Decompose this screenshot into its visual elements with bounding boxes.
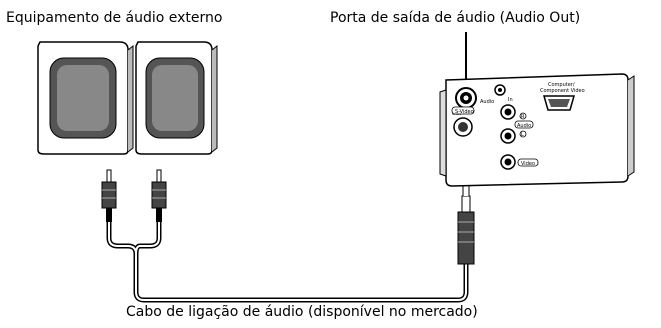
panel-audio-label: Audio bbox=[480, 99, 494, 105]
panel-component-label: Component Video bbox=[540, 88, 585, 94]
audio-cable bbox=[106, 222, 469, 303]
external-audio-label: Equipamento de áudio externo bbox=[6, 10, 223, 26]
projector-panel: Out Audio In S-Video R L Audio Computer/… bbox=[439, 73, 635, 187]
panel-in-label: In bbox=[508, 97, 513, 103]
speaker-right bbox=[135, 41, 218, 155]
audio-cable-label: Cabo de ligação de áudio (disponível no … bbox=[126, 304, 478, 320]
panel-audio-lr-label: Audio bbox=[517, 123, 531, 129]
panel-svideo-label: S-Video bbox=[455, 109, 474, 115]
panel-computer-label: Computer/ bbox=[548, 82, 575, 88]
panel-l-label: L bbox=[521, 132, 524, 138]
panel-r-label: R bbox=[521, 114, 525, 120]
audio-cable-inner bbox=[108, 222, 467, 301]
rca-plug-left bbox=[101, 169, 117, 222]
rca-plug-right bbox=[151, 169, 167, 222]
mini-jack-plug bbox=[457, 181, 475, 265]
speaker-left bbox=[37, 41, 134, 155]
panel-video-label: Video bbox=[521, 161, 535, 167]
audio-out-port-label: Porta de saída de áudio (Audio Out) bbox=[330, 10, 581, 26]
